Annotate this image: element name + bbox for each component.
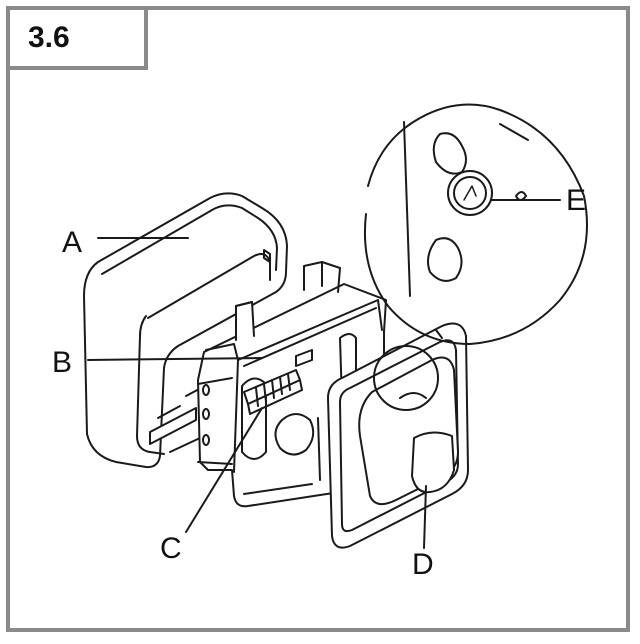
magnified-detail (363, 103, 588, 345)
callout-label-b: B (52, 346, 72, 379)
callout-line-b (87, 357, 263, 361)
terminal-block-c (243, 369, 303, 415)
callout-lines (87, 199, 561, 549)
step-number: 3.6 (28, 21, 70, 54)
detail-leader (435, 329, 443, 339)
callout-label-a: A (62, 226, 82, 259)
callout-line-c (185, 407, 263, 533)
figure-frame (6, 6, 630, 632)
cover-a (83, 192, 288, 469)
callout-label-d: D (412, 548, 434, 581)
detail-highlight-circle (373, 345, 439, 411)
callout-label-c: C (160, 532, 182, 565)
callout-label-e: E (566, 184, 586, 217)
callout-line-d (423, 485, 427, 549)
step-number-box: 3.6 (6, 6, 148, 70)
